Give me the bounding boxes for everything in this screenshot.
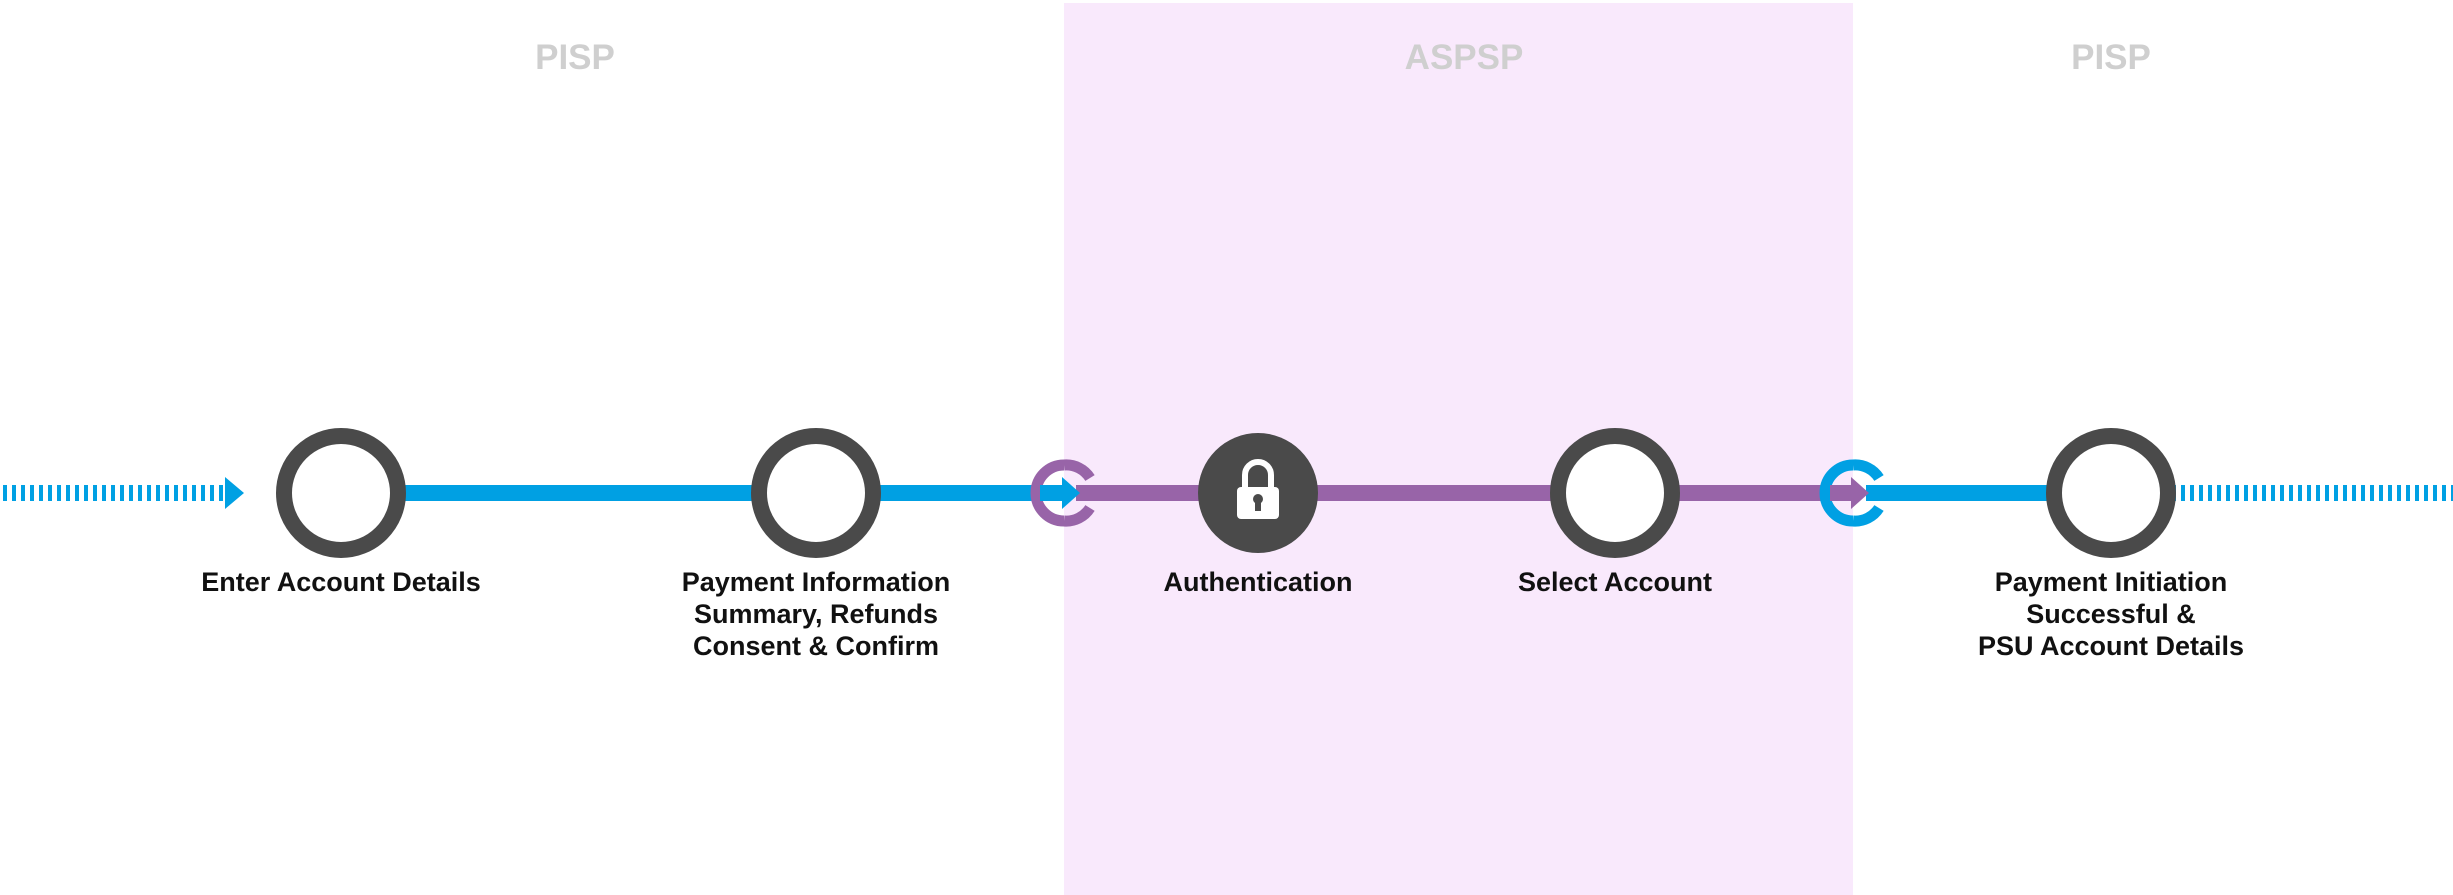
step-label-payment-information: Payment Information Summary, Refunds Con… <box>681 567 951 661</box>
zone-label-pisp-right: PISP <box>2071 38 2151 77</box>
empty-circle-icon <box>1550 428 1680 558</box>
zone-label-pisp-left: PISP <box>535 38 615 77</box>
zone-label-aspsp: ASPSP <box>1404 38 1524 77</box>
step-label-payment-initiation-successful: Payment Initiation Successful & PSU Acco… <box>1977 567 2245 661</box>
step-label-enter-account-details: Enter Account Details <box>201 567 481 597</box>
transition-arrow-icon <box>1030 459 1095 527</box>
transition-arrow-icon <box>1819 459 1884 527</box>
aspsp-zone-background <box>1064 3 1853 895</box>
empty-circle-icon <box>276 428 406 558</box>
empty-circle-icon <box>751 428 881 558</box>
empty-circle-icon <box>2046 428 2176 558</box>
step-label-authentication: Authentication <box>1163 567 1353 597</box>
lock-icon <box>1198 433 1318 553</box>
incoming-arrow-head <box>225 477 244 509</box>
step-label-select-account: Select Account <box>1517 567 1713 597</box>
